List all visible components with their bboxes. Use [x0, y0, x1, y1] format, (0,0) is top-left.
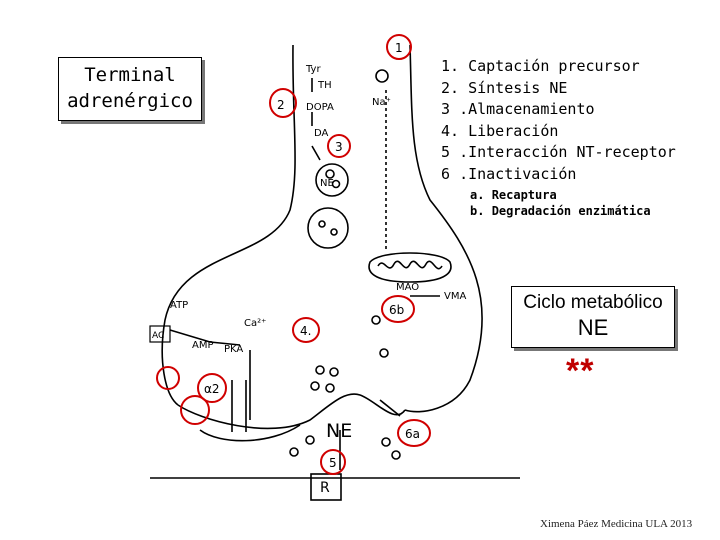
- label-atp: ATP: [170, 300, 188, 311]
- step-circle-6b: [381, 295, 415, 323]
- label-ca: Ca²⁺: [244, 318, 266, 329]
- emphasis-stars: **: [566, 352, 595, 390]
- label-alpha2: α2: [204, 382, 220, 396]
- step-circle-2: [269, 88, 297, 118]
- credit-text: Ximena Páez Medicina ULA 2013: [540, 518, 693, 530]
- step-6-number: 6: [441, 164, 451, 183]
- axon-right-wall: [404, 44, 483, 413]
- step-circle-4: [292, 317, 320, 343]
- step-1: 1. Captación precursor: [441, 56, 676, 78]
- step-circle-5: [320, 449, 346, 475]
- title-line-2: adrenérgico: [67, 90, 193, 112]
- step-2: 2. Síntesis NE: [441, 78, 676, 100]
- vesicle-2: [307, 207, 349, 249]
- step-4: 4. Liberación: [441, 121, 676, 143]
- num-4: 4.: [300, 324, 311, 338]
- transporter-1: [375, 69, 389, 83]
- step-4-number: 4.: [441, 121, 460, 140]
- step-circle-ac: [156, 366, 180, 390]
- label-na: Na⁺: [372, 97, 391, 108]
- num-6a: 6a: [405, 427, 420, 441]
- step-3-number: 3: [441, 100, 451, 118]
- axon-left-wall: [161, 44, 296, 406]
- ac-box: [149, 325, 171, 343]
- mitochondrion: [368, 252, 452, 283]
- num-1: 1: [395, 41, 403, 55]
- substeps-list: a. Recaptura b. Degradación enzimática: [470, 187, 651, 219]
- num-3: 3: [335, 140, 343, 154]
- label-th: TH: [317, 80, 332, 91]
- step-6: 6 .Inactivación: [441, 164, 676, 186]
- cycle-line-2: NE: [577, 315, 609, 340]
- substep-a-letter: a.: [470, 188, 485, 202]
- step-5: 5 .Interacción NT-receptor: [441, 142, 676, 164]
- label-ne-vesicle: NE: [320, 178, 334, 189]
- step-5-number: 5: [441, 143, 451, 161]
- step-1-text: Captación precursor: [468, 57, 640, 75]
- step-4-text: Liberación: [468, 121, 559, 140]
- receptor-shape: [310, 473, 342, 501]
- title-box: Terminal adrenérgico: [58, 57, 202, 121]
- step-circle-1: [386, 34, 412, 60]
- substep-a: a. Recaptura: [470, 187, 651, 203]
- step-circle-left: [180, 395, 210, 425]
- step-3-text: .Almacenamiento: [459, 100, 595, 118]
- step-2-text: Síntesis NE: [468, 78, 568, 97]
- step-circle-6a: [397, 419, 431, 447]
- alpha2-receptor: [231, 380, 247, 432]
- vesicle-3: [371, 315, 381, 325]
- label-ne-cleft: NE: [326, 420, 352, 442]
- label-ac: AC: [152, 331, 164, 341]
- steps-list: 1. Captación precursor 2. Síntesis NE 3 …: [441, 56, 676, 185]
- presynaptic-membrane: [177, 393, 406, 430]
- substep-b: b. Degradación enzimática: [470, 203, 651, 219]
- step-6-text: .Inactivación: [459, 164, 577, 183]
- label-da: DA: [314, 128, 329, 139]
- title-line-1: Terminal: [84, 64, 176, 86]
- step-5-text: .Interacción NT-receptor: [459, 143, 676, 161]
- label-r: R: [320, 480, 330, 496]
- label-vma: VMA: [444, 291, 466, 302]
- cycle-line-1: Ciclo metabólico: [523, 292, 663, 313]
- step-1-number: 1.: [441, 57, 460, 75]
- substep-b-text: Degradación enzimática: [491, 204, 651, 218]
- step-3: 3 .Almacenamiento: [441, 99, 676, 121]
- vesicle-1: [315, 163, 349, 197]
- step-circle-3: [327, 134, 351, 158]
- step-2-number: 2.: [441, 78, 460, 97]
- label-pka: PKA: [224, 344, 243, 355]
- num-5: 5: [329, 456, 337, 470]
- num-6b: 6b: [389, 303, 404, 317]
- label-amp: AMP: [192, 340, 214, 351]
- substep-a-text: Recaptura: [491, 188, 557, 202]
- num-2: 2: [277, 98, 285, 112]
- metabolic-cycle-box: Ciclo metabólico NE: [511, 286, 675, 348]
- step-circle-a2: [197, 373, 227, 403]
- label-tyr: Tyr: [305, 64, 321, 75]
- label-dopa: DOPA: [306, 102, 334, 113]
- substep-b-letter: b.: [470, 204, 485, 218]
- label-mao: MAO: [396, 282, 419, 293]
